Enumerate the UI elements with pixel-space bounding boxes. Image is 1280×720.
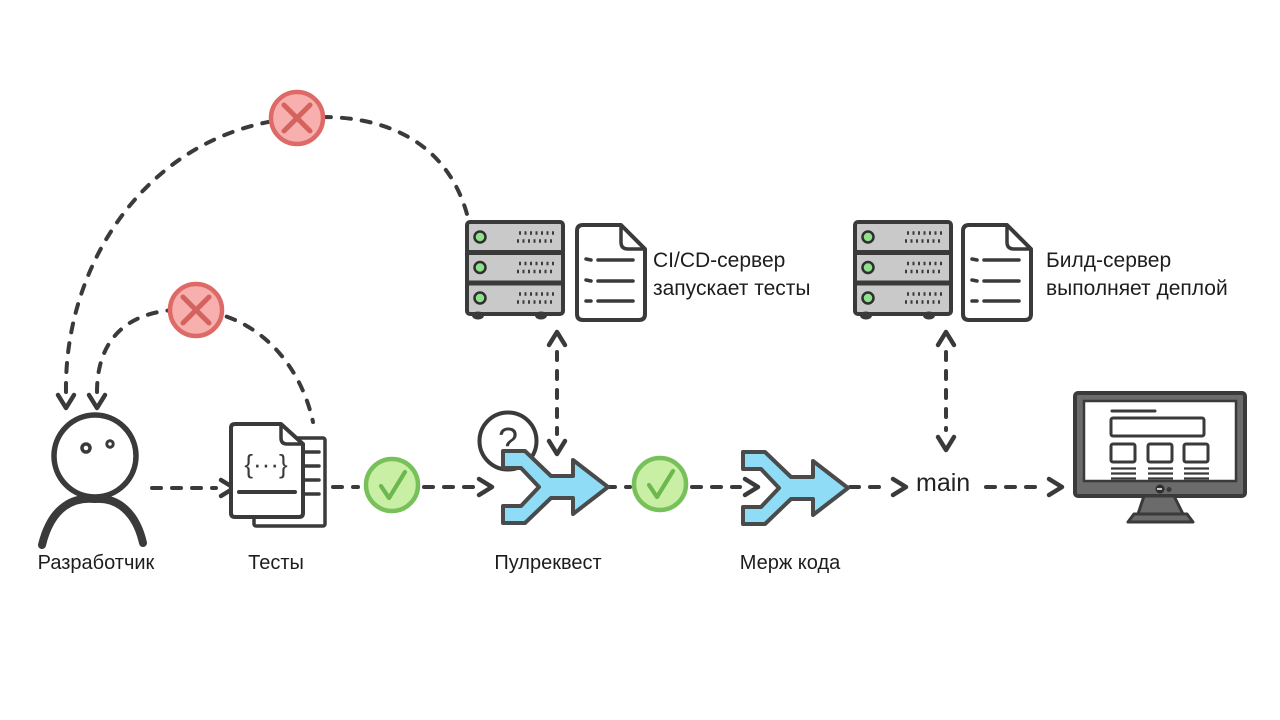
build-server-rack-icon (855, 222, 951, 320)
build-server-caption-line2: выполняет деплой (1046, 277, 1228, 300)
ci-server-rack-icon (467, 222, 563, 320)
arrowhead-up-icon (935, 329, 957, 348)
fail-arc-ci-to-developer (55, 115, 471, 411)
ci-log-document-icon (575, 223, 647, 322)
arrowhead-down-icon (86, 392, 108, 411)
pullrequest-label: Пулреквест (494, 552, 602, 574)
developer-person-icon (38, 412, 147, 549)
arrowhead-right-icon (1046, 476, 1065, 498)
arrow-main-build-server (935, 329, 957, 453)
ci-server-caption: CI/CD-сервер запускает тесты (653, 247, 810, 303)
ci-server-caption-line2: запускает тесты (653, 277, 811, 300)
ci-server-caption-line1: CI/CD-сервер (653, 249, 786, 272)
connector-main-to-monitor (984, 476, 1065, 498)
webpage-wireframe (1109, 409, 1210, 480)
connector-merge-to-main (848, 476, 909, 498)
arrowhead-right-icon (476, 476, 495, 498)
arrowhead-down-icon (546, 438, 568, 457)
green-check-circle-icon (366, 459, 418, 511)
arrowhead-right-icon (890, 476, 909, 498)
red-cross-circle-icon (271, 92, 323, 144)
developer-label: Разработчик (37, 552, 155, 574)
build-log-document-icon (961, 223, 1033, 322)
merge-label: Мерж кода (739, 552, 841, 574)
code-braces-glyph: {···} (244, 449, 288, 479)
arrowhead-down-icon (935, 434, 957, 453)
connector-check-to-pullrequest (422, 476, 495, 498)
build-server-caption-line1: Билд-сервер (1046, 249, 1172, 272)
arrowhead-up-icon (546, 329, 568, 348)
tests-documents-icon: {···} (229, 422, 327, 528)
eye-icon (105, 439, 115, 449)
build-server-caption: Билд-сервер выполняет деплой (1046, 247, 1228, 303)
merge-code-icon (741, 450, 850, 526)
connector-developer-to-tests (150, 477, 237, 499)
eye-icon (80, 442, 92, 454)
arrowhead-down-icon (55, 392, 77, 411)
pullrequest-icon: ? (477, 410, 610, 525)
main-branch-label: main (916, 469, 971, 497)
arrow-pullrequest-ci-server (546, 329, 568, 457)
green-check-circle-icon (634, 458, 686, 510)
red-cross-circle-icon (170, 284, 222, 336)
production-monitor-icon (1073, 391, 1247, 524)
tests-label: Тесты (248, 552, 304, 574)
arrowhead-right-icon (742, 476, 761, 498)
monitor-button-icon (1166, 487, 1172, 492)
